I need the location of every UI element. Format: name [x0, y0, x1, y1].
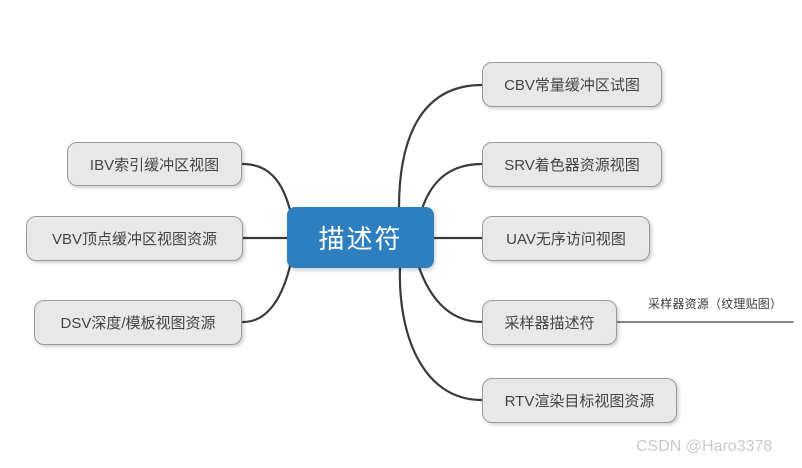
node-srv[interactable]: SRV着色器资源视图 [482, 142, 662, 187]
node-uav-label: UAV无序访问视图 [506, 231, 626, 248]
node-ibv-label: IBV索引缓冲区视图 [89, 156, 220, 174]
sampler-resource-annotation: 采样器资源（纹理贴图） [648, 297, 783, 311]
edge-root-to-sampler [417, 265, 484, 324]
edge-root-to-cbv [397, 83, 484, 210]
node-root-label: 描述符 [318, 224, 403, 254]
node-dsv[interactable]: DSV深度/模板视图资源 [34, 300, 242, 345]
node-ibv[interactable]: IBV索引缓冲区视图 [67, 142, 242, 186]
edge-root-to-dsv [241, 260, 293, 324]
node-sampler-descriptor-label: 采样器描述符 [504, 315, 595, 332]
node-vbv[interactable]: VBV顶点缓冲区视图资源 [26, 216, 243, 261]
node-cbv[interactable]: CBV常量缓冲区试图 [482, 62, 662, 107]
node-rtv[interactable]: RTV渲染目标视图资源 [482, 378, 677, 423]
node-srv-label: SRV着色器资源视图 [504, 157, 640, 174]
node-vbv-label: VBV顶点缓冲区视图资源 [51, 231, 217, 248]
node-sampler-descriptor[interactable]: 采样器描述符 [482, 300, 617, 345]
node-rtv-label: RTV渲染目标视图资源 [504, 393, 655, 410]
node-uav[interactable]: UAV无序访问视图 [482, 216, 650, 261]
node-cbv-label: CBV常量缓冲区试图 [504, 77, 640, 94]
edge-root-to-ibv [241, 162, 293, 216]
csdn-watermark: CSDN @Haro3378 [636, 438, 773, 455]
edge-root-to-rtv [398, 266, 484, 402]
edge-root-to-srv [420, 162, 484, 211]
node-root-descriptor[interactable]: 描述符 [287, 207, 434, 268]
node-dsv-label: DSV深度/模板视图资源 [60, 315, 216, 332]
